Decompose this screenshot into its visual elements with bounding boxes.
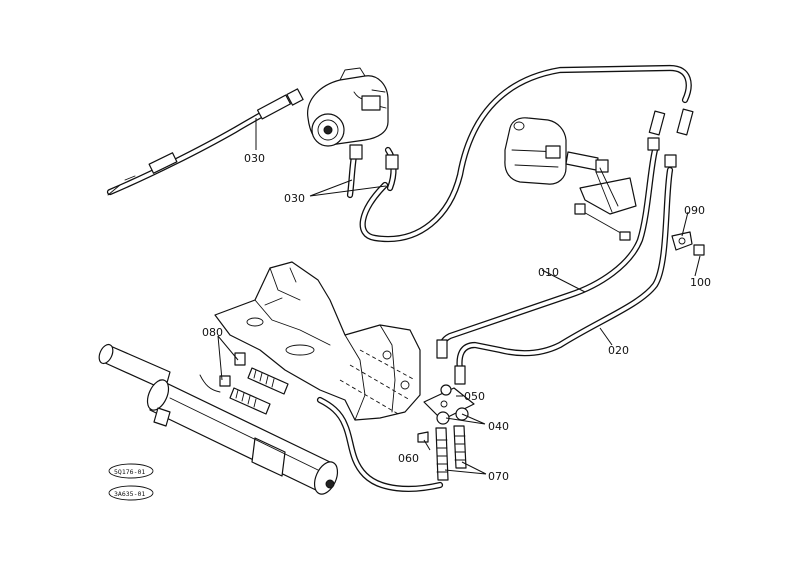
hose-end-fittings-right <box>647 108 694 168</box>
bracket-090 <box>574 167 705 256</box>
callout-070: 070 <box>488 470 509 483</box>
pipe-020 <box>456 166 674 374</box>
hydraulic-cylinder <box>98 343 339 495</box>
reference-code-badge-2: 3A635-01 <box>108 485 154 501</box>
reference-code-2: 3A635-01 <box>114 490 145 498</box>
fittings-080 <box>219 352 289 415</box>
pipe-bottom-return <box>316 396 444 492</box>
callout-050: 050 <box>464 390 485 403</box>
callout-leaders <box>217 118 701 475</box>
reference-code-badge-1: 5Q176-01 <box>108 463 154 479</box>
hydraulic-pump <box>307 67 399 199</box>
hose-030-upper <box>106 88 304 196</box>
callout-060: 060 <box>398 452 419 465</box>
callout-010: 010 <box>538 266 559 279</box>
transmission-housing <box>214 261 421 421</box>
connector-plate-050 <box>417 339 475 481</box>
callout-080: 080 <box>202 326 223 339</box>
reference-code-1: 5Q176-01 <box>114 468 145 476</box>
pipe-loop-top <box>359 64 692 243</box>
callout-040: 040 <box>488 420 509 433</box>
callout-090: 090 <box>684 204 705 217</box>
callout-100: 100 <box>690 276 711 289</box>
control-valve <box>504 117 609 185</box>
callout-030-upper: 030 <box>244 152 265 165</box>
callout-020: 020 <box>608 344 629 357</box>
callout-030-lower: 030 <box>284 192 305 205</box>
